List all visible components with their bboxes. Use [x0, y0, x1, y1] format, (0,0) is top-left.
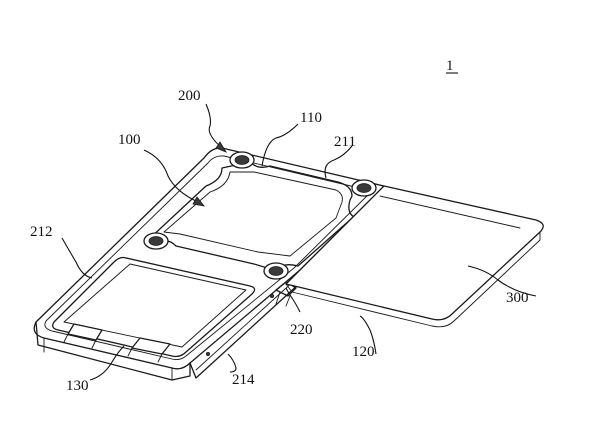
label-support: 100 — [118, 132, 141, 148]
label-frame-top-edge: 211 — [334, 134, 356, 150]
label-upper-area: 110 — [300, 110, 322, 126]
upper-recess — [147, 161, 369, 271]
hole-mid-left — [143, 232, 169, 250]
plate — [285, 185, 544, 328]
label-frame-bottom-edge: 214 — [232, 372, 255, 388]
frame-outline — [33, 147, 385, 381]
arrow-100 — [192, 196, 205, 207]
label-plate: 300 — [506, 290, 529, 306]
hole-top-left — [229, 151, 255, 169]
arrow-200 — [215, 141, 227, 153]
label-hinge: 220 — [290, 322, 313, 338]
leader-lines — [61, 103, 537, 381]
label-frame: 200 — [178, 88, 201, 104]
hole-top-right — [351, 179, 377, 197]
label-lower-area: 130 — [66, 378, 89, 394]
label-frame-left-edge: 212 — [30, 224, 53, 240]
hinge — [205, 281, 297, 356]
label-plate-edge: 120 — [352, 344, 375, 360]
hole-mid-right — [263, 262, 289, 280]
lower-recess — [52, 256, 256, 363]
label-device: 1 — [446, 58, 454, 74]
